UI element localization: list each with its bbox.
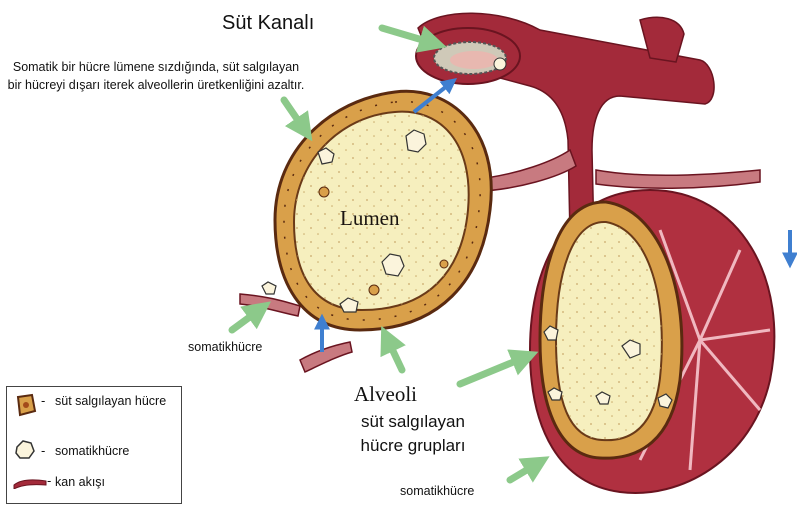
alveoli-label: Alveoli <box>354 382 417 407</box>
somatic-cell-label-bottom: somatikhücre <box>400 484 474 498</box>
legend-dash: - <box>41 393 45 408</box>
somatic-cell-label-left: somatikhücre <box>188 340 262 354</box>
legend: - süt salgılayan hücre - somatikhücre - … <box>6 386 182 504</box>
right-alveolus <box>530 190 774 493</box>
milk-duct <box>416 28 520 84</box>
milk-duct-label: Süt Kanalı <box>222 12 314 35</box>
somatic-cell-icon <box>13 439 37 461</box>
legend-dash: - <box>47 473 51 488</box>
legend-item-label: süt salgılayan hücre <box>55 393 173 409</box>
lumen-label: Lumen <box>340 206 399 231</box>
blood-flow-icon <box>13 477 47 489</box>
milk-secreting-cell-icon <box>15 393 37 417</box>
description-text: Somatik bir hücre lümene sızdığında, süt… <box>6 58 306 94</box>
legend-dash: - <box>41 443 45 458</box>
legend-item-label: somatikhücre <box>55 444 129 458</box>
legend-item-label: kan akışı <box>55 475 105 489</box>
cell-groups-label: süt salgılayan hücre grupları <box>348 410 478 458</box>
